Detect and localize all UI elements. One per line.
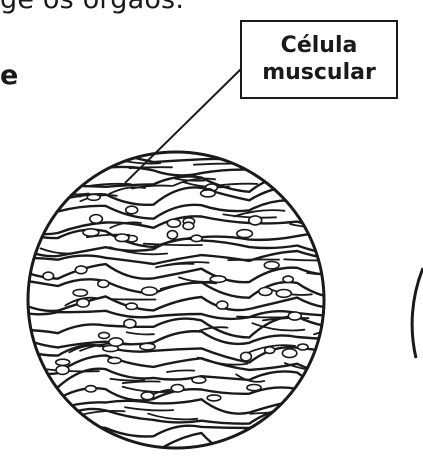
muscle-fiber-stroke bbox=[306, 227, 356, 229]
cell-nucleus bbox=[201, 190, 216, 197]
cell-nucleus bbox=[192, 377, 206, 384]
muscle-fiber-stroke bbox=[228, 260, 279, 261]
leader-line bbox=[125, 68, 242, 183]
cell-nucleus bbox=[43, 272, 54, 280]
cell-nucleus bbox=[247, 385, 261, 391]
muscle-fiber-stroke bbox=[148, 414, 197, 420]
muscle-fiber-line bbox=[10, 163, 345, 177]
cell-nucleus bbox=[142, 287, 158, 295]
muscle-fiber-stroke bbox=[198, 327, 227, 331]
muscle-fiber-stroke bbox=[167, 370, 194, 372]
cell-nucleus bbox=[56, 359, 70, 365]
cell-nucleus bbox=[210, 276, 226, 283]
cell-nucleus bbox=[83, 229, 99, 236]
cell-nucleus bbox=[237, 230, 253, 238]
cell-nucleus bbox=[217, 301, 228, 309]
muscle-fiber-line bbox=[10, 433, 345, 455]
cell-nucleus bbox=[126, 303, 137, 309]
cell-nucleus bbox=[87, 194, 100, 200]
cell-nucleus bbox=[124, 319, 136, 328]
muscle-fiber-stroke bbox=[125, 407, 173, 410]
muscle-fiber-line bbox=[10, 239, 345, 258]
muscle-fiber-line bbox=[10, 187, 345, 205]
cell-nucleus bbox=[167, 231, 177, 239]
muscle-fiber-line bbox=[10, 408, 345, 424]
muscle-fiber-stroke bbox=[217, 184, 258, 186]
muscle-fiber-stroke bbox=[251, 412, 301, 414]
cell-nucleus bbox=[75, 266, 87, 274]
cell-nucleus bbox=[140, 343, 155, 350]
second-view-circle-edge bbox=[412, 268, 423, 358]
muscle-fibers bbox=[10, 150, 356, 455]
muscle-fiber-line bbox=[10, 296, 345, 311]
muscle-fiber-stroke bbox=[316, 370, 348, 372]
muscle-fiber-stroke bbox=[284, 259, 332, 260]
cell-nucleus bbox=[115, 234, 129, 242]
cell-nucleus bbox=[265, 347, 275, 354]
cell-nucleus bbox=[109, 338, 123, 346]
cell-nucleus bbox=[77, 299, 89, 307]
cell-nucleus bbox=[108, 357, 121, 363]
muscle-fiber-line bbox=[10, 399, 345, 413]
cell-nucleus bbox=[56, 366, 69, 375]
muscle-fiber-stroke bbox=[320, 160, 346, 164]
cell-nucleus bbox=[98, 280, 109, 287]
muscle-fiber-stroke bbox=[41, 248, 77, 253]
cell-nucleus bbox=[276, 290, 291, 298]
muscle-fiber-stroke bbox=[264, 417, 297, 420]
muscle-fiber-stroke bbox=[304, 178, 341, 185]
cell-nucleus bbox=[288, 312, 301, 320]
muscle-fiber-line bbox=[10, 264, 345, 282]
muscle-fiber-line bbox=[10, 424, 345, 437]
muscle-fiber-stroke bbox=[144, 244, 202, 245]
cell-nucleus bbox=[264, 262, 279, 269]
muscle-fiber-stroke bbox=[307, 273, 350, 275]
muscle-fiber-stroke bbox=[123, 381, 160, 383]
cell-nucleus bbox=[207, 395, 221, 401]
cell-nucleus bbox=[283, 276, 293, 282]
label-line-1: Célula bbox=[281, 33, 358, 59]
muscle-fiber-stroke bbox=[109, 187, 145, 194]
label-line-2: muscular bbox=[262, 60, 376, 86]
muscle-fiber-stroke bbox=[42, 162, 73, 165]
cell-nucleus bbox=[191, 235, 202, 241]
muscle-fiber-stroke bbox=[237, 317, 291, 318]
cell-nucleus bbox=[167, 219, 180, 227]
muscle-fiber-stroke bbox=[127, 332, 154, 334]
cell-nucleus bbox=[249, 216, 262, 225]
cell-nucleus bbox=[90, 215, 103, 224]
cell-nucleus bbox=[73, 289, 87, 296]
muscle-fiber-stroke bbox=[130, 167, 172, 168]
muscle-fiber-stroke bbox=[132, 186, 171, 189]
cell-nucleus bbox=[85, 386, 96, 392]
label-box: Célula muscular bbox=[240, 20, 398, 99]
cell-nucleus bbox=[298, 344, 308, 350]
cell-nucleus bbox=[126, 206, 138, 214]
cell-nucleus bbox=[141, 392, 154, 400]
muscle-fiber-stroke bbox=[179, 277, 212, 281]
cell-nucleus bbox=[241, 352, 252, 361]
cell-nucleus bbox=[259, 288, 272, 296]
cell-nucleus bbox=[171, 385, 184, 393]
cell-nucleus bbox=[99, 332, 110, 338]
cell-nucleus bbox=[282, 349, 296, 358]
muscle-fiber-stroke bbox=[261, 437, 290, 438]
cell-nucleus bbox=[183, 222, 194, 229]
